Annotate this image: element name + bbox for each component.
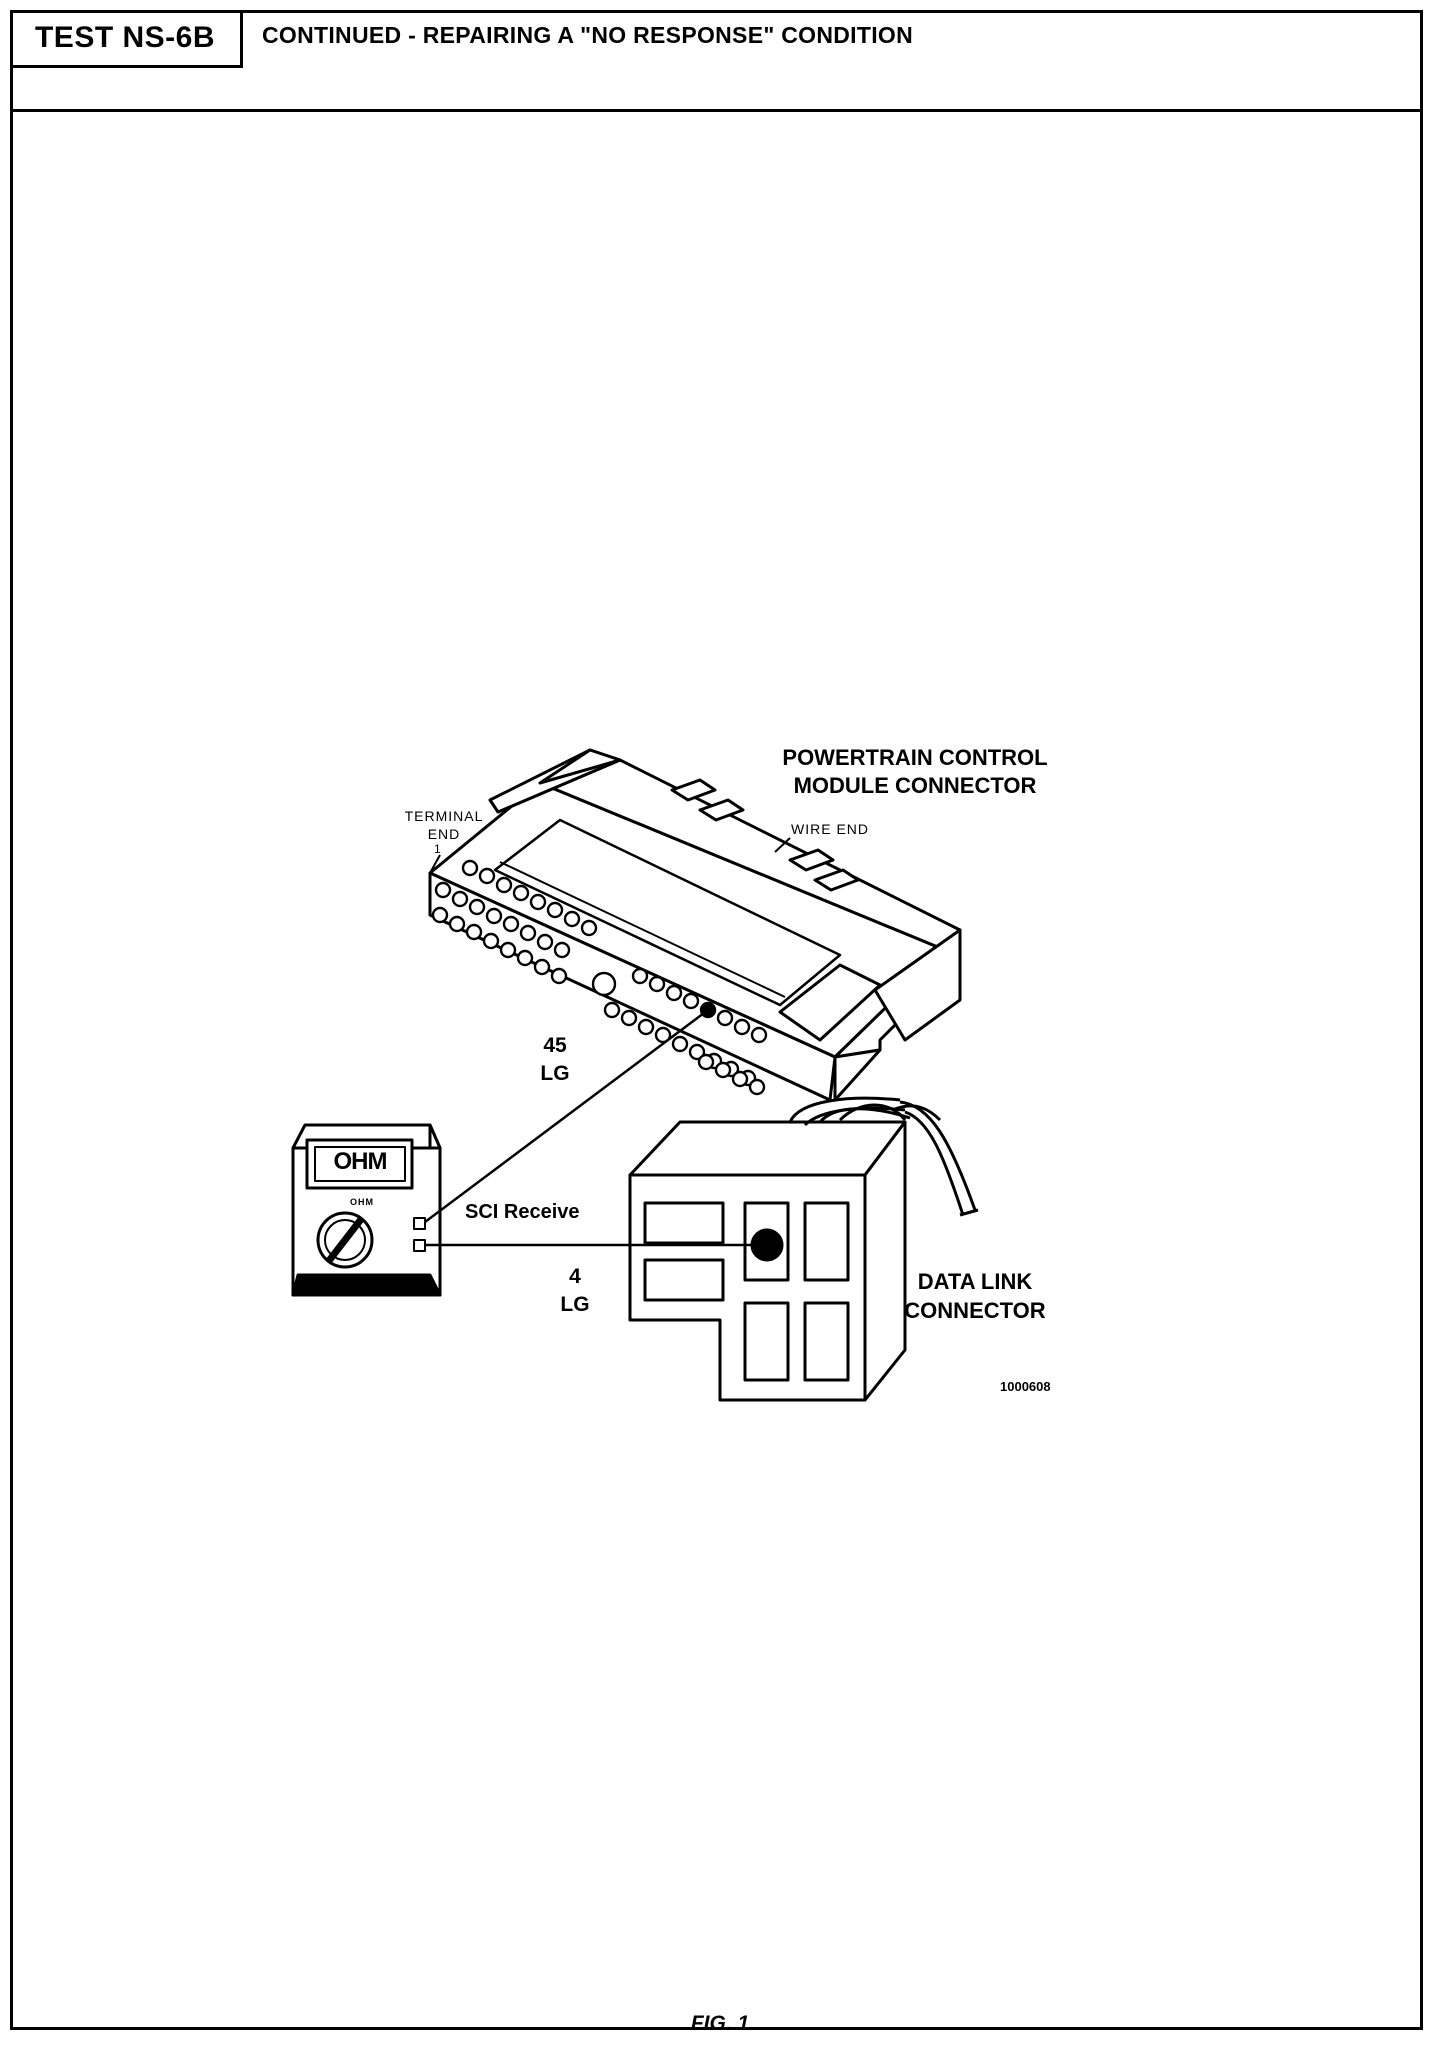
figure-caption: FIG. 1 bbox=[690, 2012, 750, 2035]
pin-4-color: LG bbox=[560, 1293, 590, 1316]
terminal-end-line2: END bbox=[427, 826, 461, 842]
pcm-connector-label-line1: POWERTRAIN CONTROL bbox=[782, 745, 1048, 770]
terminal-end-label: TERMINAL END bbox=[394, 807, 494, 843]
pcm-connector-label-line2: MODULE CONNECTOR bbox=[793, 773, 1037, 798]
sci-receive-label: SCI Receive bbox=[465, 1201, 580, 1223]
header-row bbox=[10, 10, 1423, 112]
part-number: 1000608 bbox=[1000, 1379, 1051, 1394]
meter-dial-label: OHM bbox=[350, 1197, 374, 1207]
wire-end-pointer bbox=[774, 837, 791, 853]
terminal-number: 1 bbox=[434, 842, 442, 856]
pin-4-label: 4 LG bbox=[545, 1263, 605, 1319]
test-id: TEST NS-6B bbox=[10, 10, 243, 68]
terminal-end-pointer bbox=[429, 854, 441, 874]
dlc-label-line2: CONNECTOR bbox=[904, 1298, 1046, 1323]
dlc-wire-harness bbox=[788, 1096, 979, 1217]
test-leads bbox=[424, 1008, 767, 1247]
page-frame bbox=[10, 10, 1423, 2030]
pin-45-color: LG bbox=[540, 1062, 570, 1085]
pin-45-label: 45 LG bbox=[525, 1032, 585, 1088]
pcm-pins bbox=[431, 859, 768, 1096]
terminal-end-line1: TERMINAL bbox=[404, 808, 484, 824]
ohmmeter bbox=[291, 1123, 442, 1297]
dlc-label: DATA LINK CONNECTOR bbox=[880, 1267, 1070, 1325]
pin-45-number: 45 bbox=[543, 1034, 567, 1057]
wire-end-label: WIRE END bbox=[791, 821, 869, 837]
page-title: CONTINUED - REPAIRING A "NO RESPONSE" CO… bbox=[262, 22, 913, 48]
pin-4-number: 4 bbox=[569, 1265, 581, 1288]
pcm-connector-label: POWERTRAIN CONTROL MODULE CONNECTOR bbox=[740, 744, 1090, 800]
dlc-label-line1: DATA LINK bbox=[917, 1269, 1033, 1294]
data-link-connector bbox=[628, 1120, 907, 1402]
meter-display: OHM bbox=[333, 1148, 388, 1175]
